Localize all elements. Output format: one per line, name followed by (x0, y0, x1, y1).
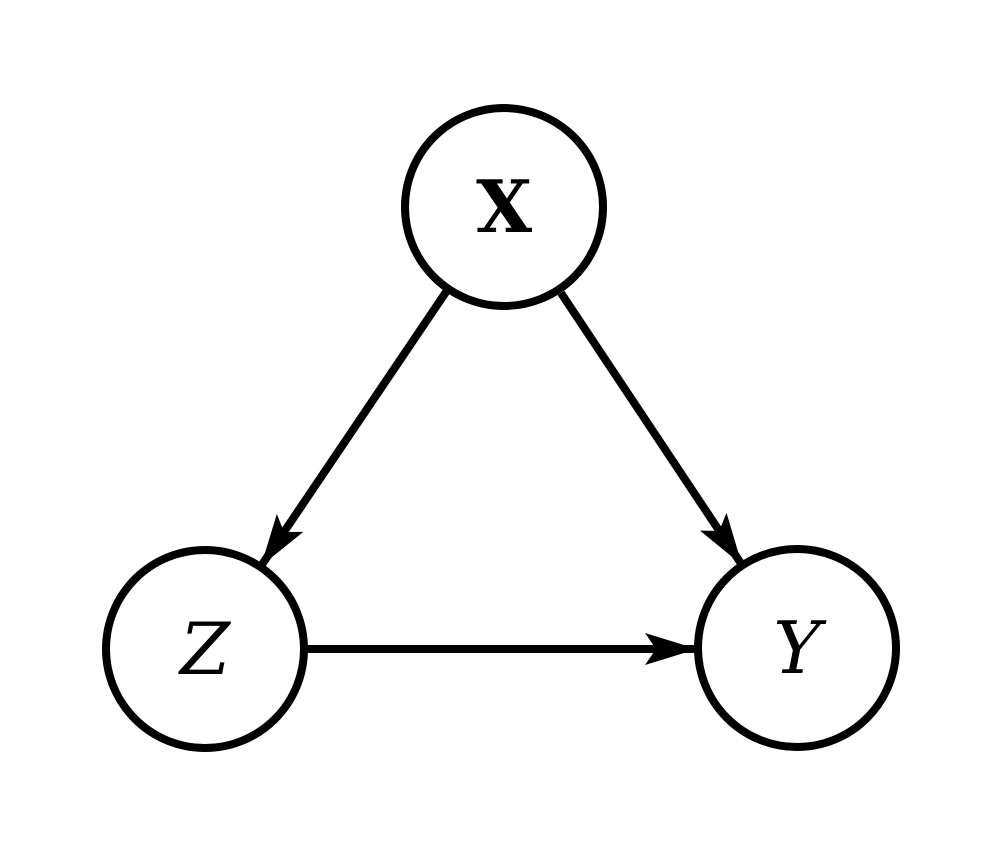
node-x-label: X (476, 164, 532, 249)
node-z-circle (102, 546, 308, 752)
node-z-label: Z (178, 607, 232, 691)
node-y: Y (694, 545, 900, 751)
node-z: Z (102, 546, 308, 752)
edge-x-to-y (557, 290, 746, 568)
edge-x-to-z (257, 289, 450, 569)
node-x-circle (401, 104, 607, 310)
node-y-label: Y (773, 606, 827, 690)
node-y-circle (694, 545, 900, 751)
edge-group (257, 289, 746, 665)
node-x: X (401, 104, 607, 310)
